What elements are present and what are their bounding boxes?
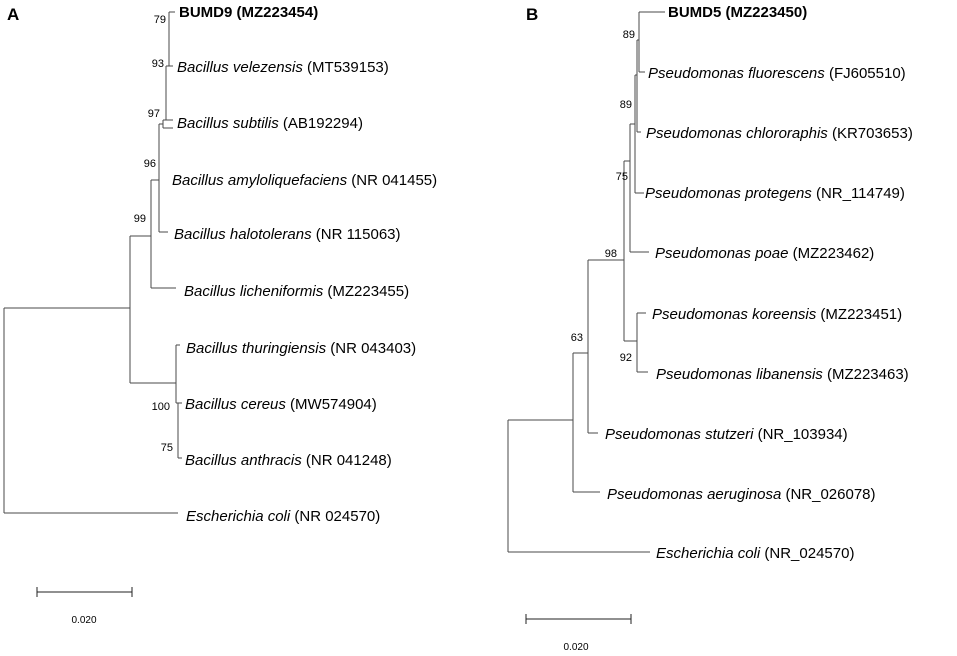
- b-bootstrap-89-top: 89: [623, 29, 635, 41]
- panel-a-label: A: [7, 5, 19, 24]
- b-taxon-protegens: Pseudomonas protegens (NR_114749): [645, 185, 905, 202]
- b-taxon-fluorescens: Pseudomonas fluorescens (FJ605510): [648, 65, 906, 82]
- a-bootstrap-100: 100: [152, 401, 170, 413]
- a-bootstrap-93: 93: [152, 58, 164, 70]
- b-bootstrap-75: 75: [616, 171, 628, 183]
- b-taxon-poae: Pseudomonas poae (MZ223462): [655, 245, 874, 262]
- panel-b: B: [507, 4, 913, 653]
- panel-b-tree-branches: [507, 11, 665, 553]
- a-bootstrap-99: 99: [134, 213, 146, 225]
- b-bootstrap-63: 63: [571, 332, 583, 344]
- panel-b-label: B: [526, 5, 538, 24]
- b-taxon-aeruginosa: Pseudomonas aeruginosa (NR_026078): [607, 486, 876, 503]
- a-scale-bar-label: 0.020: [71, 615, 96, 626]
- a-taxon-subtilis: Bacillus subtilis (AB192294): [177, 115, 363, 132]
- a-taxon-anthracis: Bacillus anthracis (NR 041248): [185, 452, 392, 469]
- a-bootstrap-97: 97: [148, 108, 160, 120]
- b-bootstrap-98: 98: [605, 248, 617, 260]
- a-taxon-thuringiensis: Bacillus thuringiensis (NR 043403): [186, 340, 416, 357]
- a-taxon-velezensis: Bacillus velezensis (MT539153): [177, 59, 389, 76]
- b-taxon-bumd5: BUMD5 (MZ223450): [668, 4, 807, 21]
- b-taxon-escherichia-coli: Escherichia coli (NR_024570): [656, 545, 854, 562]
- b-taxon-koreensis: Pseudomonas koreensis (MZ223451): [652, 306, 902, 323]
- panel-b-bootstrap-values: 89 89 75 98 92 63: [571, 29, 635, 364]
- b-scale-bar-label: 0.020: [563, 642, 588, 653]
- panel-a-tree-branches: [3, 11, 182, 514]
- a-taxon-halotolerans: Bacillus halotolerans (NR 115063): [174, 226, 401, 243]
- a-taxon-escherichia-coli: Escherichia coli (NR 024570): [186, 508, 380, 525]
- b-taxon-stutzeri: Pseudomonas stutzeri (NR_103934): [605, 426, 848, 443]
- panel-a-bootstrap-values: 79 93 97 96 99 100 75: [134, 14, 173, 454]
- panel-a-taxon-labels: BUMD9 (MZ223454) Bacillus velezensis (MT…: [172, 4, 437, 525]
- a-taxon-cereus: Bacillus cereus (MW574904): [185, 396, 377, 413]
- a-bootstrap-96: 96: [144, 158, 156, 170]
- b-bootstrap-92: 92: [620, 352, 632, 364]
- b-taxon-chlororaphis: Pseudomonas chlororaphis (KR703653): [646, 125, 913, 142]
- panel-a-scale-bar: 0.020: [36, 587, 133, 626]
- panel-b-taxon-labels: BUMD5 (MZ223450) Pseudomonas fluorescens…: [605, 4, 913, 562]
- a-taxon-licheniformis: Bacillus licheniformis (MZ223455): [184, 283, 409, 300]
- a-taxon-amyloliquefaciens: Bacillus amyloliquefaciens (NR 041455): [172, 172, 437, 189]
- a-bootstrap-79: 79: [154, 14, 166, 26]
- a-bootstrap-75: 75: [161, 442, 173, 454]
- panel-b-scale-bar: 0.020: [525, 614, 632, 653]
- b-taxon-libanensis: Pseudomonas libanensis (MZ223463): [656, 366, 909, 383]
- a-taxon-bumd9: BUMD9 (MZ223454): [179, 4, 318, 21]
- panel-a: A: [3, 4, 437, 626]
- b-bootstrap-89: 89: [620, 99, 632, 111]
